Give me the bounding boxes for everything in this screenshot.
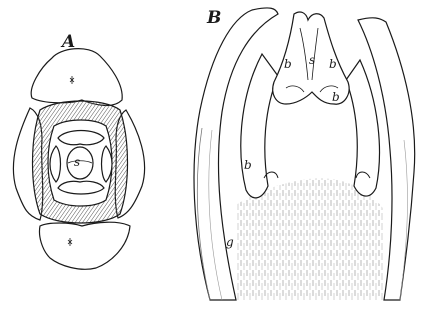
inner-leaf-bottom	[58, 181, 104, 194]
inner-leaf-left-b	[241, 54, 278, 198]
panel-b-marker-b-right: b	[329, 58, 337, 70]
inner-leaf-right-b	[346, 60, 379, 196]
panel-b-label: B	[207, 10, 221, 27]
panel-a-label: A	[62, 34, 75, 51]
panel-b-marker-s: s	[309, 54, 315, 66]
panel-b-marker-b-side: b	[244, 159, 252, 171]
inner-leaf-right	[102, 146, 113, 182]
outer-leaf-top	[31, 49, 122, 106]
inner-leaf-left	[50, 146, 61, 182]
panel-b-marker-b-lower: b	[332, 91, 340, 103]
panel-a-marker-s: s	[74, 156, 80, 168]
outer-leaf-bottom	[39, 222, 130, 269]
inner-leaf-top	[58, 131, 104, 145]
panel-b-drawing	[194, 8, 415, 300]
panel-b-marker-g: g	[226, 236, 234, 248]
panel-b-marker-b-left: b	[284, 58, 292, 70]
